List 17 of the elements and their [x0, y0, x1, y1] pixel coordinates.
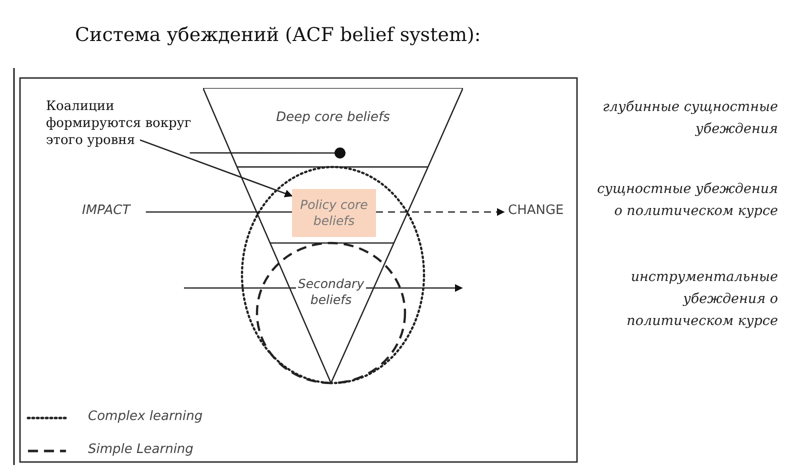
leader-arrow [140, 139, 293, 198]
band-label: Deep core beliefs [276, 110, 390, 125]
side-note: глубинные сущностные убеждения [602, 98, 778, 139]
belief-band [203, 88, 463, 167]
highlight-box: Policy core beliefs [292, 189, 376, 237]
arrow [376, 208, 505, 216]
side-label: IMPACT [82, 203, 144, 221]
side-note: сущностные убеждения о политическом курсе [596, 180, 778, 221]
band-label: Secondary beliefs [296, 276, 366, 310]
legend-label: Complex learning [88, 409, 203, 424]
legend-label: Simple Learning [88, 442, 194, 457]
arrow [366, 284, 463, 292]
note-text: Коалиции формируются вокруг этого уровня [46, 98, 204, 154]
title: Система убеждений (ACF belief system): [75, 24, 481, 46]
side-note: инструментальные убеждения о политическом курсе [626, 268, 778, 331]
side-label: CHANGE [508, 203, 574, 221]
dot-line [190, 148, 346, 159]
